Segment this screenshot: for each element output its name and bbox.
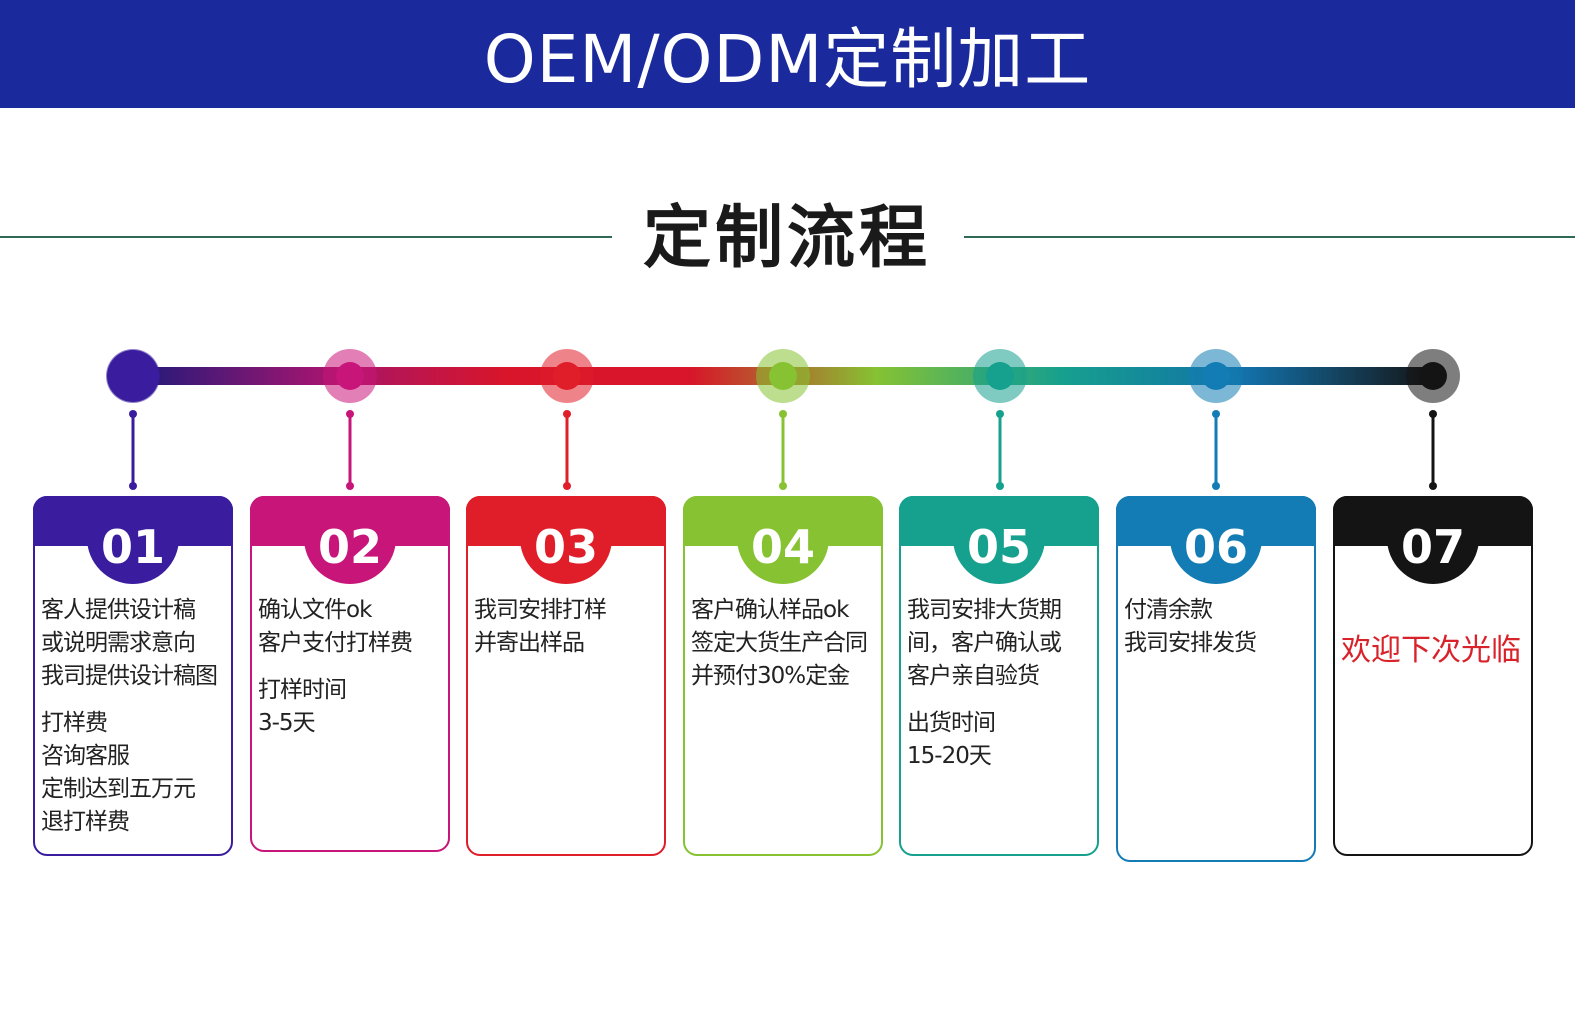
timeline-connector-dot <box>1212 482 1220 490</box>
step-number-badge: 01 <box>87 510 179 584</box>
section-divider-right <box>964 236 1575 238</box>
step-note: 打样费 咨询客服 定制达到五万元 退打样费 <box>41 710 196 835</box>
timeline-connector-dot <box>996 410 1004 418</box>
step-number-badge: 03 <box>520 510 612 584</box>
section-title: 定制流程 <box>642 199 931 278</box>
step-card-07: 07 欢迎下次光临 <box>1333 496 1533 856</box>
timeline-connector-dot <box>996 482 1004 490</box>
section-divider-left <box>0 236 612 238</box>
timeline-node <box>553 362 581 390</box>
step-description: 付清余款 我司安排发货 <box>1124 597 1257 656</box>
step-number: 01 <box>100 520 165 574</box>
step-description: 客人提供设计稿 或说明需求意向 我司提供设计稿图 <box>41 597 218 689</box>
step-card-05: 05 我司安排大货期 间，客户确认或 客户亲自验货出货时间 15-20天 <box>899 496 1099 856</box>
step-number-badge: 05 <box>953 510 1045 584</box>
step-number-badge: 04 <box>737 510 829 584</box>
step-number-badge: 02 <box>304 510 396 584</box>
step-number-badge: 07 <box>1387 510 1479 584</box>
step-number: 04 <box>750 520 815 574</box>
timeline-node <box>107 350 159 402</box>
timeline-connector-dot <box>563 482 571 490</box>
timeline-connector-dot <box>129 482 137 490</box>
timeline-node <box>769 362 797 390</box>
step-number: 03 <box>533 520 598 574</box>
timeline-node <box>336 362 364 390</box>
step-number-badge: 06 <box>1170 510 1262 584</box>
welcome-message: 欢迎下次光临 <box>1341 633 1521 668</box>
step-card-03: 03 我司安排打样 并寄出样品 <box>466 496 666 856</box>
step-number: 06 <box>1183 520 1248 574</box>
step-number: 05 <box>966 520 1031 574</box>
card-body: 客户确认样品ok 签定大货生产合同 并预付30%定金 <box>691 594 877 693</box>
timeline-connector-dot <box>1212 410 1220 418</box>
timeline-connector-dot <box>1429 482 1437 490</box>
card-body: 我司安排打样 并寄出样品 <box>474 594 660 660</box>
card-body: 欢迎下次光临 <box>1341 594 1527 667</box>
timeline-connector-dot <box>346 482 354 490</box>
timeline-connector-dot <box>346 410 354 418</box>
timeline-connector-dot <box>779 482 787 490</box>
title-banner: OEM/ODM定制加工 <box>0 0 1575 108</box>
step-description: 确认文件ok 客户支付打样费 <box>258 597 413 656</box>
timeline-node <box>1202 362 1230 390</box>
step-description: 我司安排大货期 间，客户确认或 客户亲自验货 <box>907 597 1062 689</box>
card-body: 我司安排大货期 间，客户确认或 客户亲自验货出货时间 15-20天 <box>907 594 1093 773</box>
timeline-connector-dot <box>779 410 787 418</box>
timeline-connector-dot <box>1429 410 1437 418</box>
step-number: 02 <box>317 520 382 574</box>
step-number: 07 <box>1400 520 1465 574</box>
step-note: 打样时间 3-5天 <box>258 677 347 736</box>
step-note: 出货时间 15-20天 <box>907 710 996 769</box>
step-card-02: 02 确认文件ok 客户支付打样费打样时间 3-5天 <box>250 496 450 852</box>
step-description: 我司安排打样 并寄出样品 <box>474 597 607 656</box>
timeline-node <box>1419 362 1447 390</box>
card-body: 付清余款 我司安排发货 <box>1124 594 1310 660</box>
timeline-node <box>986 362 1014 390</box>
card-body: 客人提供设计稿 或说明需求意向 我司提供设计稿图打样费 咨询客服 定制达到五万元… <box>41 594 227 839</box>
timeline-connector-dot <box>129 410 137 418</box>
process-timeline <box>106 349 1460 490</box>
banner-title: OEM/ODM定制加工 <box>483 21 1092 98</box>
step-card-06: 06 付清余款 我司安排发货 <box>1116 496 1316 862</box>
timeline-connector-dot <box>563 410 571 418</box>
card-body: 确认文件ok 客户支付打样费打样时间 3-5天 <box>258 594 444 740</box>
step-card-01: 01 客人提供设计稿 或说明需求意向 我司提供设计稿图打样费 咨询客服 定制达到五… <box>33 496 233 856</box>
step-description: 客户确认样品ok 签定大货生产合同 并预付30%定金 <box>691 597 868 689</box>
step-card-04: 04 客户确认样品ok 签定大货生产合同 并预付30%定金 <box>683 496 883 856</box>
